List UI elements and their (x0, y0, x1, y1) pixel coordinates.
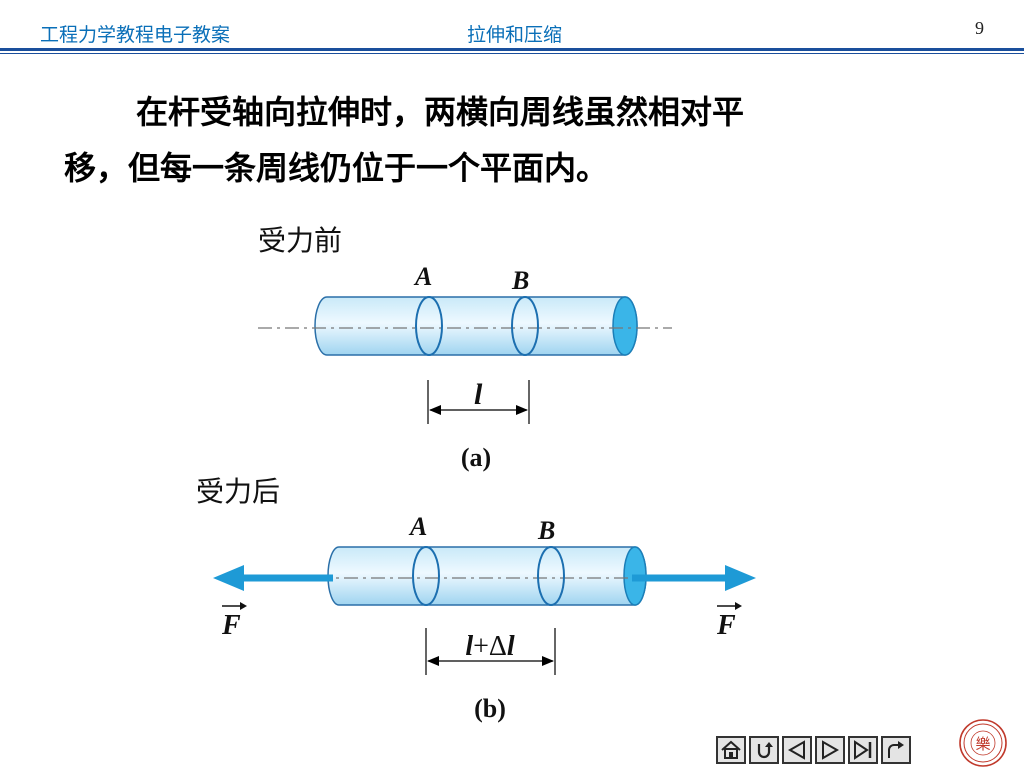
dim-a-length: l (474, 378, 483, 411)
force-right-vector-tip (735, 602, 742, 610)
seal-center-char: 樂 (975, 735, 990, 753)
force-left-label: F (221, 610, 241, 641)
slide-navigation (716, 736, 911, 764)
caption-a: (a) (461, 443, 491, 472)
bar-a-label-b: B (511, 266, 529, 295)
force-arrow-left-head (213, 565, 244, 591)
header-rule-thin (0, 53, 1024, 54)
chapter-title: 拉伸和压缩 (467, 24, 563, 46)
force-left-vector-tip (240, 602, 247, 610)
figure-b: 受力后 A B F F l+Δl (b) (196, 475, 756, 723)
return-icon (757, 742, 773, 759)
previous-icon (787, 740, 805, 760)
header-rule-thick (0, 48, 1024, 51)
after-load-label: 受力后 (196, 475, 280, 508)
bar-b-body (327, 546, 647, 606)
return-button[interactable] (749, 736, 779, 764)
body-line-1: 在杆受轴向拉伸时，两横向周线虽然相对平 (136, 93, 745, 131)
jump-button[interactable] (881, 736, 911, 764)
force-right-label: F (716, 610, 736, 641)
previous-button[interactable] (782, 736, 812, 764)
figure-a: 受力前 A B l (a) (258, 224, 672, 472)
home-icon (721, 740, 741, 759)
next-button[interactable] (815, 736, 845, 764)
slide-body-text: 在杆受轴向拉伸时，两横向周线虽然相对平 移，但每一条周线仍位于一个平面内。 (64, 84, 964, 196)
before-load-label: 受力前 (258, 224, 342, 257)
bar-a-body (314, 296, 638, 356)
bar-a-end-face (612, 296, 638, 356)
bar-b-line-a (412, 546, 440, 606)
bar-b-label-b: B (537, 516, 555, 545)
dim-b-length-plus: +Δ (473, 631, 507, 662)
page-number: 9 (975, 18, 984, 38)
caption-b: (b) (474, 694, 506, 723)
next-icon (822, 740, 840, 760)
bar-a-label-a: A (413, 262, 432, 291)
bar-b-label-a: A (408, 512, 427, 541)
university-seal-icon: 樂 (959, 719, 1007, 767)
slide-header: 工程力学教程电子教案 拉伸和压缩 9 (0, 0, 1024, 54)
bar-a-line-b (511, 296, 539, 356)
last-icon (854, 740, 872, 760)
force-arrow-right-head (725, 565, 756, 591)
dim-b-length-main: l (465, 631, 473, 662)
bar-a-line-a (415, 296, 443, 356)
body-line-2: 移，但每一条周线仍位于一个平面内。 (64, 149, 609, 187)
dim-b-length-tail: l (507, 631, 515, 662)
jump-icon (888, 741, 904, 758)
bar-b-line-b (537, 546, 565, 606)
dim-b-length: l+Δl (465, 631, 515, 662)
last-button[interactable] (848, 736, 878, 764)
course-title: 工程力学教程电子教案 (40, 24, 231, 46)
home-button[interactable] (716, 736, 746, 764)
